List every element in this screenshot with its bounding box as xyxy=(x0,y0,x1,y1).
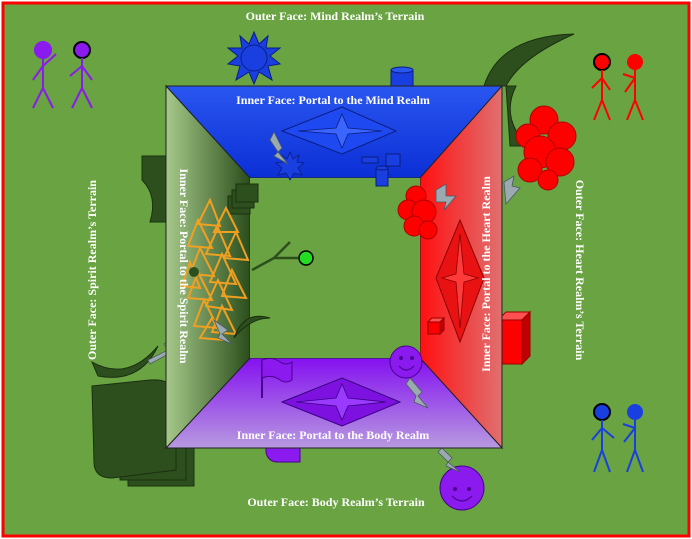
body-shape xyxy=(265,447,301,463)
lightning-body-2 xyxy=(405,377,429,409)
lightning-heart-2 xyxy=(503,175,521,205)
mind-cylinder xyxy=(390,66,414,89)
label-outer-spirit: Outer Face: Spirit Realm’s Terrain xyxy=(85,180,99,360)
heart-gem xyxy=(435,218,485,344)
stick-figures-spirit xyxy=(32,41,93,109)
label-inner-spirit: Inner Face: Portal to the Spirit Realm xyxy=(177,168,191,363)
mind-table-icon xyxy=(361,153,401,187)
spirit-books xyxy=(227,183,259,215)
stick-figures-heart xyxy=(591,53,644,121)
label-inner-body: Inner Face: Portal to the Body Realm xyxy=(237,428,429,442)
heart-cloud-inner xyxy=(397,185,438,240)
sun-icon xyxy=(226,30,282,86)
cube-core xyxy=(250,178,420,358)
lightning-heart xyxy=(435,183,457,211)
heart-small-block xyxy=(426,316,446,336)
lightning-mind xyxy=(269,131,289,165)
spirit-figure xyxy=(251,241,314,272)
label-inner-heart: Inner Face: Portal to the Heart Realm xyxy=(479,176,493,372)
label-inner-mind: Inner Face: Portal to the Mind Realm xyxy=(236,93,430,107)
body-smiley-inner xyxy=(389,345,423,379)
body-smiley-outer xyxy=(439,465,485,511)
label-outer-body: Outer Face: Body Realm’s Terrain xyxy=(247,495,425,509)
heart-cloud-outer xyxy=(515,105,577,191)
flag-icon xyxy=(261,357,293,398)
lightning-body xyxy=(437,447,461,473)
spirit-dark-bulb xyxy=(189,267,199,277)
body-gem xyxy=(280,377,402,427)
spirit-crescent xyxy=(233,315,271,339)
label-outer-mind: Outer Face: Mind Realm’s Terrain xyxy=(246,9,425,23)
mind-gem xyxy=(280,106,398,155)
stick-figures-mind xyxy=(591,403,644,473)
lightning-spirit-2 xyxy=(213,318,233,345)
label-outer-heart: Outer Face: Heart Realm’s Terrain xyxy=(573,180,587,361)
heart-block xyxy=(496,310,532,366)
